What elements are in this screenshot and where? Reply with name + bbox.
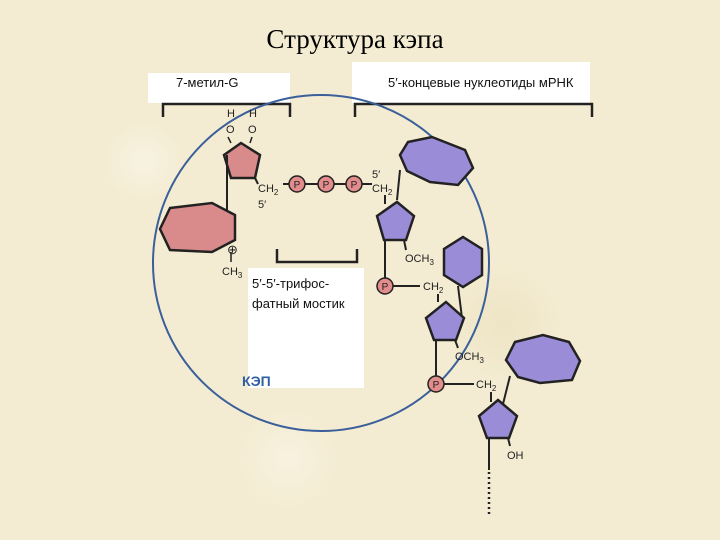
atom-5prime-n1: 5′ <box>372 169 380 181</box>
guanine-ribose <box>222 141 262 180</box>
methyl-g-bracket <box>161 102 292 117</box>
atom-ch2-n1: CH2 <box>372 183 393 197</box>
nucleotide-3-base <box>504 333 582 385</box>
methyl-g-label-box: 7-метил-G <box>148 73 290 103</box>
phosphate-1-label: P <box>294 180 301 191</box>
nucleotide-3-ribose <box>477 398 519 440</box>
phosphate-1 <box>288 175 306 193</box>
phosphate-2-label: P <box>323 180 330 191</box>
bridge-label-line2: фатный мостик <box>252 296 345 311</box>
atom-ch3: CH3 <box>222 266 243 280</box>
bridge-bracket <box>275 249 359 264</box>
cap-label: КЭП <box>242 373 271 389</box>
atom-o1: O <box>226 124 235 136</box>
atom-ch2-n2: CH2 <box>423 281 444 295</box>
atom-ch2-n3: CH2 <box>476 379 497 393</box>
cap-circle <box>152 94 490 432</box>
phosphate-4-label: P <box>382 282 389 293</box>
phosphate-3 <box>345 175 363 193</box>
page-title: Структура кэпа <box>266 24 444 54</box>
atom-och3-n1: OCH3 <box>405 253 434 267</box>
atom-h1: H <box>227 108 235 120</box>
atom-o2: O <box>248 124 257 136</box>
guanine-base <box>158 201 237 254</box>
phosphate-2 <box>317 175 335 193</box>
atom-h2: H <box>249 108 257 120</box>
nucleotide-1-base <box>398 135 475 187</box>
bridge-label-box: 5′-5′-трифос- фатный мостик <box>248 268 364 388</box>
methyl-g-label: 7-метил-G <box>176 75 239 90</box>
nucleotide-2-ribose <box>424 300 466 342</box>
mrna-label: 5′-концевые нуклеотиды мРНК <box>388 75 574 90</box>
bridge-label-line1: 5′-5′-трифос- <box>252 276 330 291</box>
phosphate-5-label: P <box>433 380 440 391</box>
atom-oh-n3: OH <box>507 450 524 462</box>
atom-5prime-guanine: 5′ <box>258 199 266 211</box>
atom-ch2-guanine: CH2 <box>258 183 279 197</box>
nucleotide-2-base <box>442 235 484 289</box>
mrna-bracket <box>353 102 594 117</box>
charge-plus: ⊕ <box>227 242 238 257</box>
atom-och3-n2: OCH3 <box>455 351 484 365</box>
nucleotide-1-ribose <box>375 200 416 242</box>
phosphate-3-label: P <box>351 180 358 191</box>
mrna-label-box: 5′-концевые нуклеотиды мРНК <box>352 62 590 103</box>
